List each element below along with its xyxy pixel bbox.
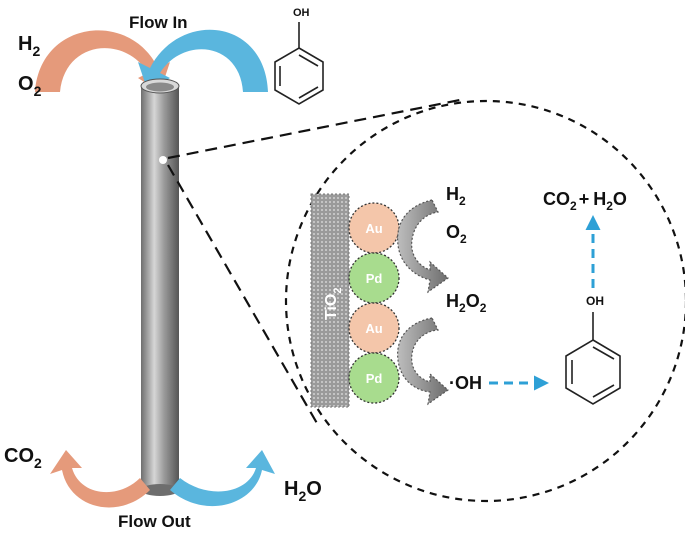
tio2-support bbox=[310, 193, 350, 408]
phenol-oh-label-detail: OH bbox=[586, 294, 604, 308]
reactor-tube bbox=[141, 86, 179, 490]
reaction-arrow-upper bbox=[397, 199, 449, 294]
hydroxyl-radical-label: ·OH bbox=[449, 373, 482, 393]
tio2-label: TiO2 bbox=[323, 288, 344, 321]
phenol-oh-label-top: OH bbox=[293, 7, 310, 19]
pd-bead-1 bbox=[348, 252, 400, 304]
outflow-arrow-cool bbox=[170, 450, 275, 507]
zoom-line-upper bbox=[167, 98, 461, 160]
intermediate-label-h2o2: H2O2 bbox=[446, 291, 487, 315]
tube-spot bbox=[159, 156, 167, 164]
inflow-arrow-warm bbox=[35, 30, 170, 92]
magnified-view-circle bbox=[284, 99, 685, 503]
pd-bead-2 bbox=[348, 352, 400, 404]
phenol-molecule-top bbox=[274, 22, 324, 105]
reactant-label-o2: O2 bbox=[446, 222, 467, 246]
au-bead-1-label: Au bbox=[365, 221, 382, 236]
output-label-co2: CO2 bbox=[4, 445, 42, 471]
pd-bead-1-label: Pd bbox=[366, 271, 383, 286]
reactant-label-h2: H2 bbox=[446, 184, 466, 208]
products-label: CO2+H2O bbox=[543, 189, 627, 213]
outflow-arrow-warm bbox=[50, 450, 150, 508]
au-bead-2 bbox=[348, 302, 400, 354]
reaction-arrow-lower bbox=[397, 317, 449, 406]
tube-bottom bbox=[141, 484, 179, 496]
flow-in-label: Flow In bbox=[129, 13, 188, 32]
flow-out-label: Flow Out bbox=[118, 512, 191, 531]
pd-bead-2-label: Pd bbox=[366, 371, 383, 386]
phenol-molecule-detail bbox=[565, 312, 621, 405]
zoom-line-lower bbox=[167, 164, 319, 426]
inflow-arrow-cool bbox=[138, 29, 268, 92]
input-label-h2: H2 bbox=[18, 33, 40, 59]
output-label-h2o: H2O bbox=[284, 478, 322, 504]
au-bead-2-label: Au bbox=[365, 321, 382, 336]
input-label-o2: O2 bbox=[18, 73, 42, 99]
